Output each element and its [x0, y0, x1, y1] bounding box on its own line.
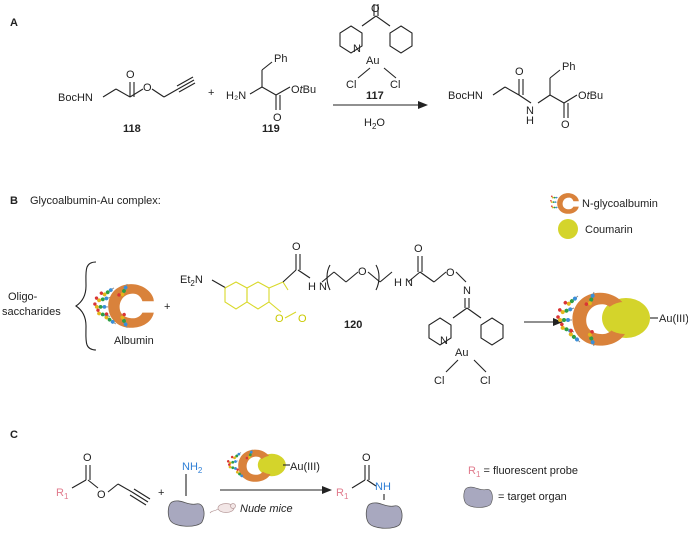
compound-118-o-carbonyl: O [126, 69, 135, 81]
product-otbu: OtBu [578, 90, 603, 102]
compound-120-nh1: H N [308, 281, 327, 293]
compound-120-oxime-n: N [463, 285, 471, 297]
compound-120: Et2N O O O H N O H N O O N [180, 241, 504, 387]
amine-organ: NH2 [167, 461, 205, 527]
reaction-arrow-c-head [322, 486, 332, 494]
compound-118-bochn: BocHN [58, 92, 93, 104]
compound-119-number: 119 [262, 123, 280, 135]
compound-118-o-ester: O [143, 82, 152, 94]
compound-120-pyridine-n: N [440, 335, 448, 347]
compound-119-h2n: H₂N [226, 90, 246, 102]
nude-mice-label: Nude mice [240, 503, 293, 515]
compound-120-amide-o2: O [414, 243, 423, 255]
catalyst-117: O N Au Cl Cl 117 [339, 3, 413, 102]
legend-albumin-icon [549, 193, 579, 214]
compound-120-ether-o: O [358, 266, 367, 278]
oligo-label-2: saccharides [2, 306, 61, 318]
water-reagent: H2O [364, 117, 385, 131]
compound-118-number: 118 [123, 123, 141, 135]
product-n: N [526, 105, 534, 117]
compound-120-au: Au [455, 347, 468, 359]
catalyst-117-au: Au [366, 55, 379, 67]
catalyst-117-cl1: Cl [346, 79, 356, 91]
compound-120-lactone-o: O [298, 313, 307, 325]
catalyst-117-o: O [371, 3, 380, 15]
catalyst-117-number: 117 [366, 90, 384, 102]
compound-120-et2n: Et2N [180, 274, 203, 288]
compound-120-nh2: H N [394, 277, 413, 289]
legend-n-glycoalbumin: N-glycoalbumin [582, 198, 658, 210]
amide-product: R1 O NH [336, 452, 403, 529]
plus-a: + [208, 87, 214, 99]
product-r1: R1 [336, 487, 349, 501]
compound-120-number: 120 [344, 319, 362, 331]
reaction-arrow-b-head [553, 318, 563, 326]
product-ph: Ph [562, 61, 575, 73]
legend-coumarin: Coumarin [585, 224, 633, 236]
compound-119-otbu: OtBu [291, 84, 316, 96]
ester-r1: R1 [56, 487, 69, 501]
propargyl-ester: R1 O O [56, 452, 151, 506]
ester-o: O [97, 489, 106, 501]
legend-coumarin-icon [558, 219, 578, 239]
reaction-arrow-a-head [418, 101, 428, 109]
oligo-bracket [75, 261, 97, 351]
product-h: H [526, 115, 534, 127]
product-nh: NH [375, 481, 391, 493]
complex-au-label: Au(III) [659, 313, 688, 325]
oligo-label-1: Oligo- [8, 291, 38, 303]
arrow-catalyst-complex [226, 448, 286, 482]
product-o-carbonyl: O [362, 452, 371, 464]
compound-119: H₂N Ph O OtBu 119 [226, 53, 316, 135]
legend: N-glycoalbumin Coumarin [549, 193, 658, 239]
product-o-amide: O [515, 66, 524, 78]
compound-120-amide-o1: O [292, 241, 301, 253]
compound-119-o-carbonyl: O [273, 112, 282, 124]
complex-product [555, 289, 658, 348]
catalyst-117-cl2: Cl [390, 79, 400, 91]
panel-c-label: C [10, 429, 18, 441]
product-o-ester-carbonyl: O [561, 119, 570, 131]
compound-120-ring-o: O [275, 313, 284, 325]
mouse-icon [209, 503, 236, 514]
product-a: BocHN O N H Ph O OtBu [448, 61, 603, 131]
compound-120-cl1: Cl [434, 375, 444, 387]
panel-a-label: A [10, 17, 18, 29]
albumin-left [92, 281, 154, 330]
compound-119-ph: Ph [274, 53, 287, 65]
compound-120-cl2: Cl [480, 375, 490, 387]
panel-c-key: R1 = fluorescent probe = target organ [463, 465, 578, 508]
product-bochn: BocHN [448, 90, 483, 102]
compound-118: BocHN O O 118 [58, 69, 196, 135]
catalyst-117-n: N [353, 43, 361, 55]
panel-b-title: Glycoalbumin-Au complex: [30, 195, 161, 207]
compound-120-oxime-o: O [446, 267, 455, 279]
albumin-label: Albumin [114, 335, 154, 347]
amine-nh2: NH2 [182, 461, 203, 475]
ester-o-carbonyl: O [83, 452, 92, 464]
key-organ: = target organ [498, 491, 567, 503]
arrow-au-label: Au(III) [290, 461, 320, 473]
plus-c: + [158, 487, 164, 499]
key-r1: R1 = fluorescent probe [468, 465, 578, 479]
panel-b-label: B [10, 195, 18, 207]
plus-b: + [164, 301, 170, 313]
